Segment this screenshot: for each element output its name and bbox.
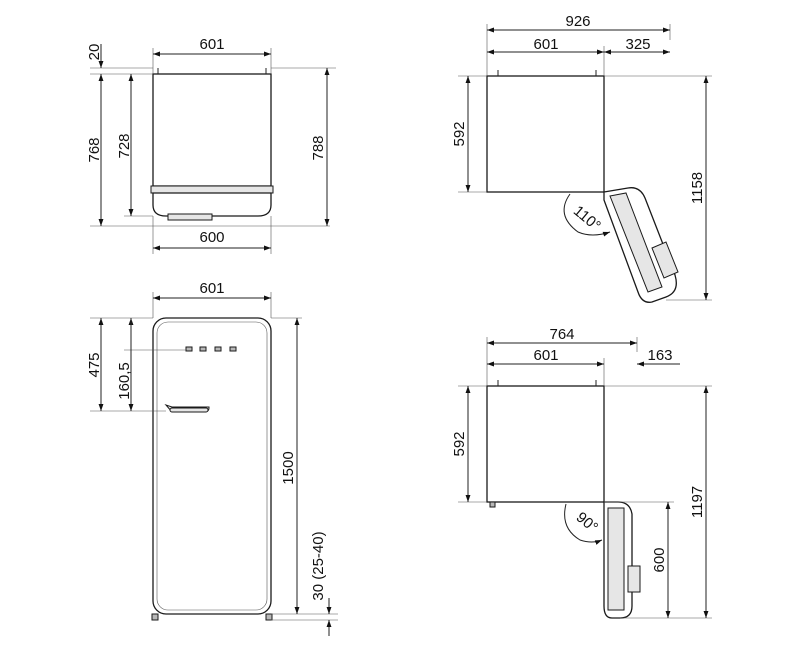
- dim-handle-center: 160,5: [116, 362, 133, 400]
- door-90-angle: 90°: [573, 509, 601, 537]
- dim-90-depth: 592: [451, 431, 468, 456]
- dim-110-body-width: 601: [533, 36, 558, 53]
- door-90-view: 90° 764 601 163 592 600 1197: [451, 326, 712, 619]
- dim-90-body-width: 601: [533, 347, 558, 364]
- dim-width-top: 601: [199, 36, 224, 53]
- dim-handle-offset: 475: [86, 352, 103, 377]
- dim-height-body: 768: [86, 137, 103, 162]
- dim-90-door-height: 600: [651, 547, 668, 572]
- control-icon-4: [229, 346, 237, 352]
- dim-height-inner: 728: [116, 133, 133, 158]
- dim-110-open-depth: 1158: [689, 172, 706, 204]
- top-view-body: [152, 73, 272, 187]
- dim-height-total: 788: [310, 135, 327, 160]
- dim-front-height: 1500: [280, 451, 297, 484]
- dim-front-width: 601: [199, 280, 224, 297]
- top-view-handle: [167, 213, 213, 221]
- dim-90-total-width: 764: [549, 326, 574, 343]
- control-icon-3: [214, 346, 222, 352]
- dim-110-depth: 592: [451, 121, 468, 146]
- door-110-angle-arc: [563, 193, 611, 237]
- door-110-view: 110° 926 601 325 592 1158: [451, 13, 712, 303]
- front-view-body: [152, 317, 272, 615]
- top-view-door: [152, 192, 272, 217]
- door-110-handle: [651, 241, 679, 279]
- front-view: 601 475 160,5 1500 30 (25-40): [86, 280, 338, 636]
- door-90-angle-arc: [564, 503, 603, 545]
- top-view: 601 20 768 728 788 600: [86, 36, 336, 254]
- top-view-door-seal: [150, 185, 274, 194]
- foot-left: [151, 613, 159, 621]
- dim-110-total-width: 926: [565, 13, 590, 30]
- dim-width-bottom: 600: [199, 229, 224, 246]
- dim-110-door-width: 325: [625, 36, 650, 53]
- dim-90-open-depth: 1197: [689, 486, 706, 518]
- door-110-body: [486, 75, 605, 193]
- foot-right: [265, 613, 273, 621]
- door-90-handle: [627, 565, 641, 593]
- control-icon-1: [185, 346, 193, 352]
- control-icon-2: [199, 346, 207, 352]
- dim-90-door-width: 163: [647, 347, 672, 364]
- dim-feet: 30 (25-40): [310, 531, 327, 600]
- door-90-body: [486, 385, 605, 503]
- dim-top-offset: 20: [86, 44, 103, 61]
